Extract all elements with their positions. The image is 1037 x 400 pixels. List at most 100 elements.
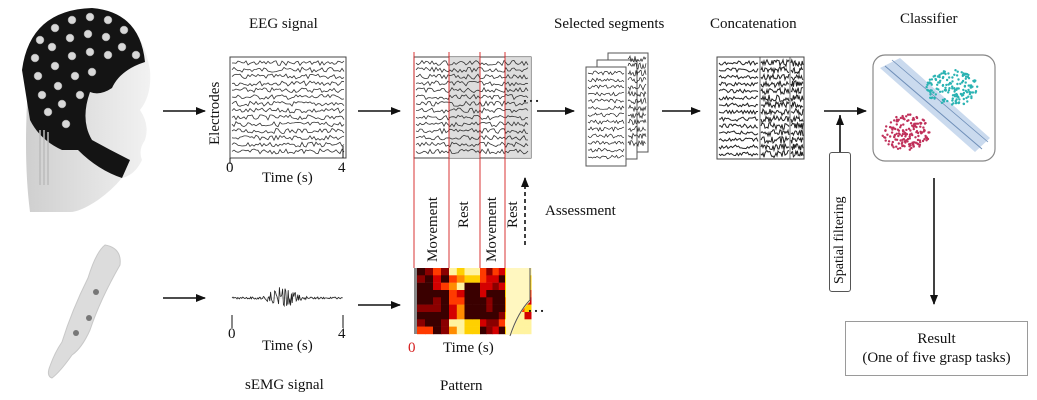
teal-sample-point [953,73,956,77]
heatmap-cell [480,290,487,298]
eeg-x-end: 4 [338,160,346,176]
magenta-sample-point [917,143,920,146]
magenta-sample-point [891,140,894,144]
teal-sample-point [929,91,932,94]
magenta-sample-point [910,132,913,135]
magenta-sample-point [893,133,897,137]
magenta-sample-point [912,127,915,131]
heatmap-cell [441,282,450,291]
concat-trace [760,113,790,124]
segment-trace [415,59,529,67]
teal-sample-point [942,71,945,75]
teal-sample-point [968,84,972,87]
teal-sample-point [940,72,943,75]
magenta-sample-point [927,131,930,134]
magenta-sample-point [895,115,898,119]
heatmap-cell [433,319,442,327]
teal-sample-point [964,77,967,81]
concat-trace [760,143,790,153]
magenta-sample-point [899,139,902,142]
teal-sample-point [932,91,935,94]
classifier-scatter [872,54,996,162]
stack-trace [627,76,647,84]
teal-sample-point [930,96,933,100]
teal-sample-point [937,88,940,91]
heatmap-cell [492,297,500,305]
teal-sample-point [962,97,965,101]
heatmap-cell [449,312,458,320]
magenta-sample-point [892,126,895,130]
stack-trace [627,83,647,91]
magenta-sample-point [906,140,909,143]
eeg-x-start: 0 [226,160,234,176]
magenta-sample-point [888,125,892,129]
heatmap-cell [441,275,450,283]
heatmap-cell [449,268,458,276]
segmented-eeg-plot [413,52,532,268]
teal-sample-point [926,83,929,87]
concat-trace [718,130,759,136]
magenta-sample-point [908,148,911,151]
concat-trace [718,123,759,129]
concat-trace [790,101,804,110]
stack-trace [587,147,625,153]
heatmap-cell [472,326,481,335]
concat-trace [790,143,804,151]
magenta-sample-point [914,136,917,139]
teal-sample-point [958,98,961,101]
semg-signal-title: sEMG signal [245,377,324,393]
heatmap-cell [425,319,434,327]
teal-sample-point [938,81,941,84]
heatmap-cell [472,304,481,313]
teal-sample-point [925,85,928,89]
heatmap-cell [492,319,500,327]
concat-trace [790,149,804,158]
classifier-title: Classifier [900,11,958,27]
teal-sample-point [959,82,962,86]
heatmap-cell [464,297,473,305]
pattern-continuation-ellipsis: … [527,296,545,316]
magenta-sample-point [890,131,894,134]
heatmap-cell [486,268,494,276]
heatmap-cell [456,312,466,320]
magenta-sample-point [901,117,905,120]
teal-sample-point [960,71,963,74]
pattern-x-start: 0 [408,340,416,356]
concat-trace [760,121,790,131]
semg-signal-plot [231,287,344,328]
magenta-sample-point [892,146,895,149]
magenta-sample-point [905,115,908,118]
teal-sample-point [941,98,945,102]
stack-trace [627,111,647,120]
magenta-sample-point [909,122,913,125]
heatmap-cell [441,268,450,276]
magenta-sample-point [901,129,905,132]
segment-trace [415,127,529,135]
heatmap-cell [480,312,487,320]
magenta-sample-point [889,121,893,124]
concat-trace [760,79,789,89]
teal-sample-point [974,90,978,93]
teal-sample-point [946,99,949,103]
heatmap-cell [486,282,494,291]
magenta-sample-point [904,135,907,138]
magenta-sample-point [885,125,888,128]
teal-sample-point [947,83,950,86]
concat-trace [718,95,758,101]
heatmap-cell [456,319,466,327]
segment-trace [415,73,529,80]
stack-trace [587,112,625,118]
teal-sample-point [947,91,950,94]
teal-sample-point [934,78,938,82]
teal-sample-point [951,87,954,90]
heatmap-cell [464,290,473,298]
magenta-sample-point [900,142,903,145]
stack-trace [627,54,647,63]
magenta-sample-point [900,134,904,137]
semg-xlabel: Time (s) [262,338,313,354]
heatmap-cell [480,304,487,313]
stack-trace [627,89,647,98]
concat-trace [760,108,790,117]
heatmap-cell [456,282,466,291]
